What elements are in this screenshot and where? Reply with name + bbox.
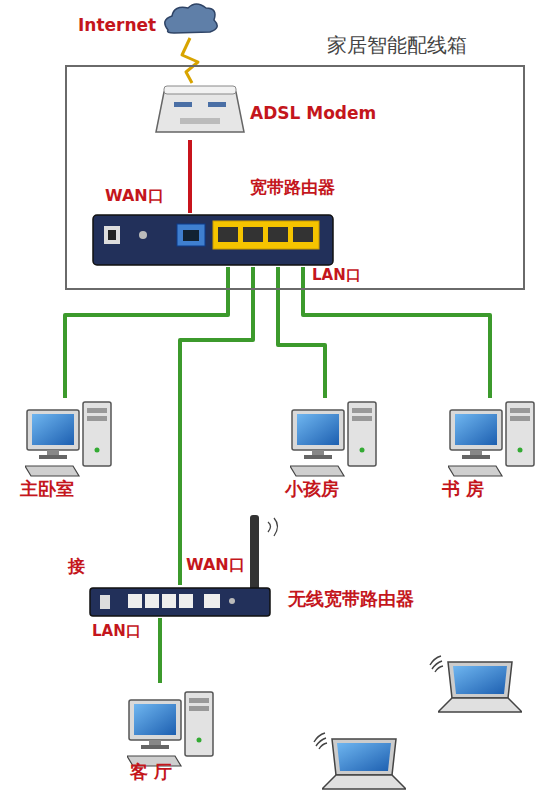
port-label: 接 bbox=[68, 556, 85, 576]
node-label: 书 房 bbox=[442, 478, 484, 500]
node-label: 客 厅 bbox=[130, 761, 172, 783]
laptop-icon bbox=[322, 739, 406, 789]
modem-node: ADSL Modem bbox=[155, 83, 400, 140]
computer-icon bbox=[127, 692, 213, 766]
node-label: ADSL Modem bbox=[250, 103, 376, 123]
router-node: 宽带路由器 bbox=[93, 213, 335, 267]
computer-icon bbox=[25, 402, 111, 476]
node-label: 宽带路由器 bbox=[250, 177, 335, 197]
port-label: LAN口 bbox=[92, 622, 141, 640]
cable-line bbox=[180, 267, 253, 585]
wireless-router-node: 无线宽带路由器 bbox=[88, 585, 273, 618]
port-label: LAN口 bbox=[312, 266, 361, 284]
wireless-router bbox=[90, 515, 278, 616]
cable-line bbox=[182, 38, 198, 83]
internet-node: Internet bbox=[75, 5, 225, 38]
cable-line bbox=[158, 618, 162, 683]
wifi-waves bbox=[314, 733, 327, 749]
broadband-router bbox=[93, 215, 333, 265]
computer-icon bbox=[290, 402, 376, 476]
node-label: 主卧室 bbox=[20, 478, 74, 500]
adsl-modem bbox=[156, 86, 244, 132]
node-label: Internet bbox=[78, 15, 156, 35]
node-label: 小孩房 bbox=[285, 478, 339, 500]
cable-line bbox=[303, 267, 490, 398]
cable-line bbox=[65, 267, 228, 398]
computer-node: 客 厅 bbox=[112, 683, 217, 788]
internet-cloud bbox=[165, 4, 217, 33]
node-label: 家居智能配线箱 bbox=[327, 33, 467, 57]
computer-node: 主卧室 bbox=[15, 398, 125, 503]
computer-icon bbox=[448, 402, 534, 476]
wiring-box: 家居智能配线箱ADSL Modem宽带路由器 bbox=[65, 65, 525, 290]
wifi-waves bbox=[430, 656, 443, 672]
port-label: WAN口 bbox=[186, 555, 245, 574]
computer-node: 小孩房 bbox=[275, 398, 385, 503]
port-label: WAN口 bbox=[105, 186, 164, 205]
computer-node: 书 房 bbox=[430, 398, 540, 503]
laptop-icon bbox=[438, 662, 522, 712]
node-label: 无线宽带路由器 bbox=[288, 588, 414, 610]
cable-line bbox=[188, 140, 192, 213]
